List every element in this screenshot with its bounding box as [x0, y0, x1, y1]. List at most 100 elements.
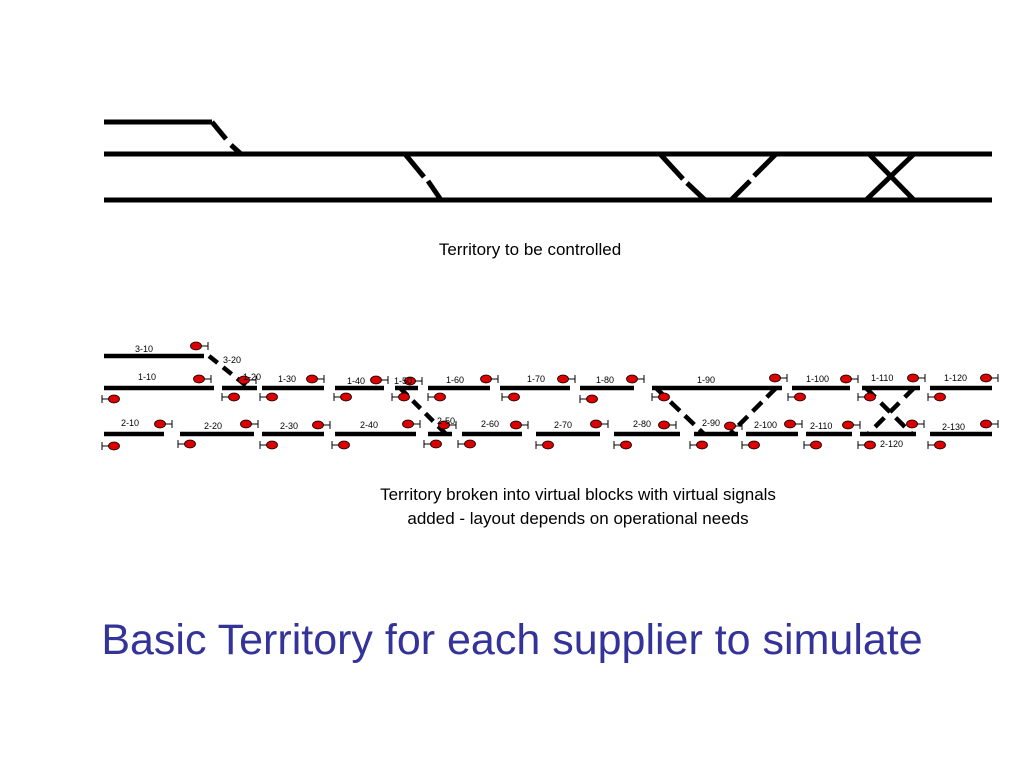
- signal-lamp: [794, 392, 806, 402]
- crossover-b-1: [658, 152, 685, 181]
- signal-lamp: [620, 440, 632, 450]
- signal-lamp: [658, 392, 670, 402]
- virtual-signal: [312, 420, 331, 430]
- signal-lamp: [748, 440, 760, 450]
- signal-lamp: [340, 392, 352, 402]
- virtual-signal: [427, 392, 446, 402]
- virtual-signal: [331, 440, 350, 450]
- signal-lamp: [266, 440, 278, 450]
- signal-lamp: [784, 419, 796, 429]
- virtual-signal: [927, 392, 946, 402]
- block-label-1-40: 1-40: [347, 376, 365, 386]
- virtual-signal: [101, 394, 120, 404]
- signal-lamp: [430, 439, 442, 449]
- block-label-1-20: 1-20: [243, 372, 261, 382]
- virtual-signal: [857, 440, 876, 450]
- virtual-signal: [423, 439, 442, 449]
- virtual-signal: [579, 394, 598, 404]
- signal-lamp: [508, 392, 520, 402]
- block-label-1-110: 1-110: [871, 373, 893, 383]
- virtual-signal: [193, 374, 212, 384]
- signal-lamp: [154, 419, 166, 429]
- block-label-1-10: 1-10: [138, 372, 156, 382]
- virtual-signal: [784, 419, 803, 429]
- signal-lamp: [590, 419, 602, 429]
- virtual-signal: [907, 373, 926, 383]
- block-label-3-10: 3-10: [135, 344, 153, 354]
- signal-lamp: [184, 439, 196, 449]
- virtual-signal: [840, 374, 859, 384]
- signal-lamp: [864, 440, 876, 450]
- signal-lamp: [842, 420, 854, 430]
- virtual-signal: [651, 392, 670, 402]
- virtual-signal: [402, 419, 421, 429]
- block-label-1-120: 1-120: [944, 373, 967, 383]
- block-label-2-10: 2-10: [121, 418, 139, 428]
- virtual-signal: [590, 419, 609, 429]
- virtual-signal: [510, 420, 529, 430]
- block-label-1-70: 1-70: [527, 374, 545, 384]
- virtual-signal: [480, 374, 499, 384]
- block-label-1-30: 1-30: [278, 374, 296, 384]
- crossover-a-2: [425, 179, 444, 202]
- virtual-signal: [259, 440, 278, 450]
- signal-lamp: [306, 374, 318, 384]
- virtual-signal: [658, 420, 677, 430]
- signal-lamp: [696, 440, 708, 450]
- virtual-signal: [221, 392, 240, 402]
- virtual-signals: [101, 341, 999, 451]
- signal-lamp: [370, 375, 382, 385]
- virtual-signal: [404, 376, 423, 386]
- signal-lamp: [228, 392, 240, 402]
- virtual-signal: [501, 392, 520, 402]
- signal-lamp: [312, 420, 324, 430]
- virtual-signal: [626, 374, 645, 384]
- signal-lamp: [769, 373, 781, 383]
- signal-lamp: [398, 392, 410, 402]
- signal-lamp: [626, 374, 638, 384]
- signal-lamp: [464, 439, 476, 449]
- virtual-signal: [906, 419, 925, 429]
- block-label-2-20: 2-20: [204, 421, 222, 431]
- signal-lamp: [190, 341, 202, 351]
- signal-lamp: [906, 419, 918, 429]
- virtual-signal: [980, 419, 999, 429]
- signal-lamp: [510, 420, 522, 430]
- signal-lamp: [480, 374, 492, 384]
- signal-lamp: [980, 419, 992, 429]
- block-label-2-70: 2-70: [554, 420, 572, 430]
- virtual-signal: [769, 373, 788, 383]
- scissors-2: [864, 152, 916, 202]
- crossover-c-1: [752, 152, 778, 178]
- switch-3-to-1: [210, 120, 228, 141]
- virtual-signal: [689, 440, 708, 450]
- signal-lamp: [338, 440, 350, 450]
- block-label-2-60: 2-60: [481, 419, 499, 429]
- signal-lamp: [266, 392, 278, 402]
- signal-lamp: [586, 394, 598, 404]
- virtual-signal: [190, 341, 209, 351]
- caption-territory: Territory to be controlled: [438, 240, 622, 259]
- signal-lamp: [438, 420, 450, 430]
- virtual-signal: [557, 374, 576, 384]
- block-label-2-50: 2-50: [437, 416, 455, 426]
- virtual-signal: [238, 375, 257, 385]
- crossover-1-90-to-2-90-b: [728, 386, 778, 436]
- signal-lamp: [402, 419, 414, 429]
- signal-lamp: [404, 376, 416, 386]
- signal-lamp: [840, 374, 852, 384]
- virtual-signal: [535, 440, 554, 450]
- virtual-signal: [391, 392, 410, 402]
- virtual-signal: [857, 392, 876, 402]
- virtual-signal: [613, 440, 632, 450]
- virtual-signal: [927, 440, 946, 450]
- virtual-signal: [842, 420, 861, 430]
- block-label-3-20: 3-20: [223, 355, 241, 365]
- slide-title: Basic Territory for each supplier to sim…: [101, 616, 923, 664]
- block-label-2-90: 2-90: [702, 418, 720, 428]
- virtual-signal: [306, 374, 325, 384]
- signal-lamp: [542, 440, 554, 450]
- crossover-c-2: [729, 179, 752, 202]
- virtual-signal: [177, 439, 196, 449]
